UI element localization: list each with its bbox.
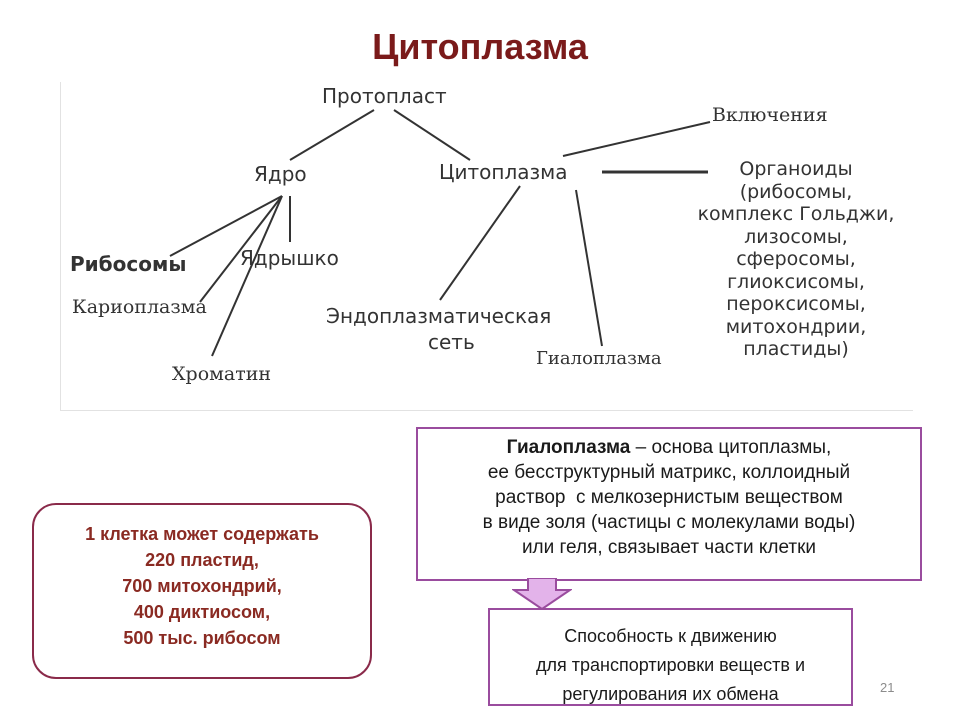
cell-contents-count-box: 1 клетка может содержать 220 пластид, 70…	[32, 503, 372, 679]
hyalo-line-3: раствор с мелкозернистым веществом	[495, 487, 843, 508]
node-nucleolus: Ядрышко	[240, 246, 339, 270]
count-line: 1 клетка может содержать	[85, 524, 319, 544]
node-nucleus: Ядро	[254, 162, 307, 186]
organoids-line: Органоиды	[739, 158, 853, 180]
down-arrow-icon	[510, 577, 574, 615]
hyalo-line-1: Гиалоплазма – основа цитоплазмы,	[418, 435, 920, 460]
cytoplasm-diagram	[60, 82, 913, 411]
organoids-line: глиоксисомы,	[727, 270, 865, 293]
line-nucleus-karyoplasm	[199, 195, 283, 303]
line-protoplast-nucleus	[289, 109, 375, 161]
organoids-line: пероксисомы,	[726, 293, 866, 315]
organoids-line: пластиды)	[743, 338, 849, 360]
count-line: 700 митохондрий,	[122, 576, 282, 596]
hyalo-line-1-rest: – основа цитоплазмы,	[630, 437, 832, 458]
node-organoids: Органоиды (рибосомы, комплекс Гольджи, л…	[676, 158, 916, 361]
line-nucleus-ribosomes	[169, 195, 283, 257]
ability-line: для транспортировки веществ и	[536, 655, 805, 675]
hyalo-line-2: ее бесструктурный матрикс, коллоидный	[487, 462, 851, 483]
organoids-line: комплекс Гольджи,	[697, 203, 895, 225]
slide-title: Цитоплазма	[372, 26, 588, 67]
page-number: 21	[880, 680, 895, 695]
organoids-line: лизосомы,	[744, 225, 848, 248]
hyaloplasm-definition-box: Гиалоплазма – основа цитоплазмы, ее бесс…	[416, 427, 922, 581]
line-nucleus-chromatin	[211, 195, 283, 357]
node-ribosomes: Рибосомы	[70, 252, 187, 276]
line-cytoplasm-er	[439, 185, 521, 301]
node-protoplast: Протопласт	[322, 84, 447, 108]
count-line: 400 диктиосом,	[133, 602, 271, 622]
hyalo-line-5: или геля, связывает части клетки	[521, 537, 817, 558]
node-er-line1: Эндоплазматическая	[326, 304, 552, 328]
organoids-line: митохондрии,	[725, 315, 867, 338]
organoids-line: сферосомы,	[736, 248, 856, 270]
node-karyoplasm: Кариоплазма	[72, 296, 207, 318]
ability-line: регулирования их обмена	[562, 684, 779, 704]
line-cytoplasm-inclusions	[562, 121, 711, 157]
organoids-line: (рибосомы,	[739, 180, 853, 203]
node-inclusions: Включения	[712, 104, 828, 126]
node-hyaloplasm: Гиалоплазма	[536, 348, 662, 369]
node-chromatin: Хроматин	[172, 363, 272, 385]
ability-line: Способность к движению	[564, 626, 777, 646]
line-protoplast-cytoplasm	[393, 109, 471, 161]
count-line: 220 пластид,	[145, 550, 259, 570]
node-er-line2: сеть	[428, 330, 475, 354]
line-cytoplasm-hyaloplasm	[575, 189, 603, 347]
movement-ability-box: Способность к движению для транспортиров…	[488, 608, 853, 706]
hyalo-line-4: в виде золя (частицы с молекулами воды)	[482, 512, 856, 533]
count-line: 500 тыс. рибосом	[123, 628, 281, 648]
node-cytoplasm: Цитоплазма	[439, 160, 568, 184]
hyalo-term: Гиалоплазма	[506, 437, 631, 458]
